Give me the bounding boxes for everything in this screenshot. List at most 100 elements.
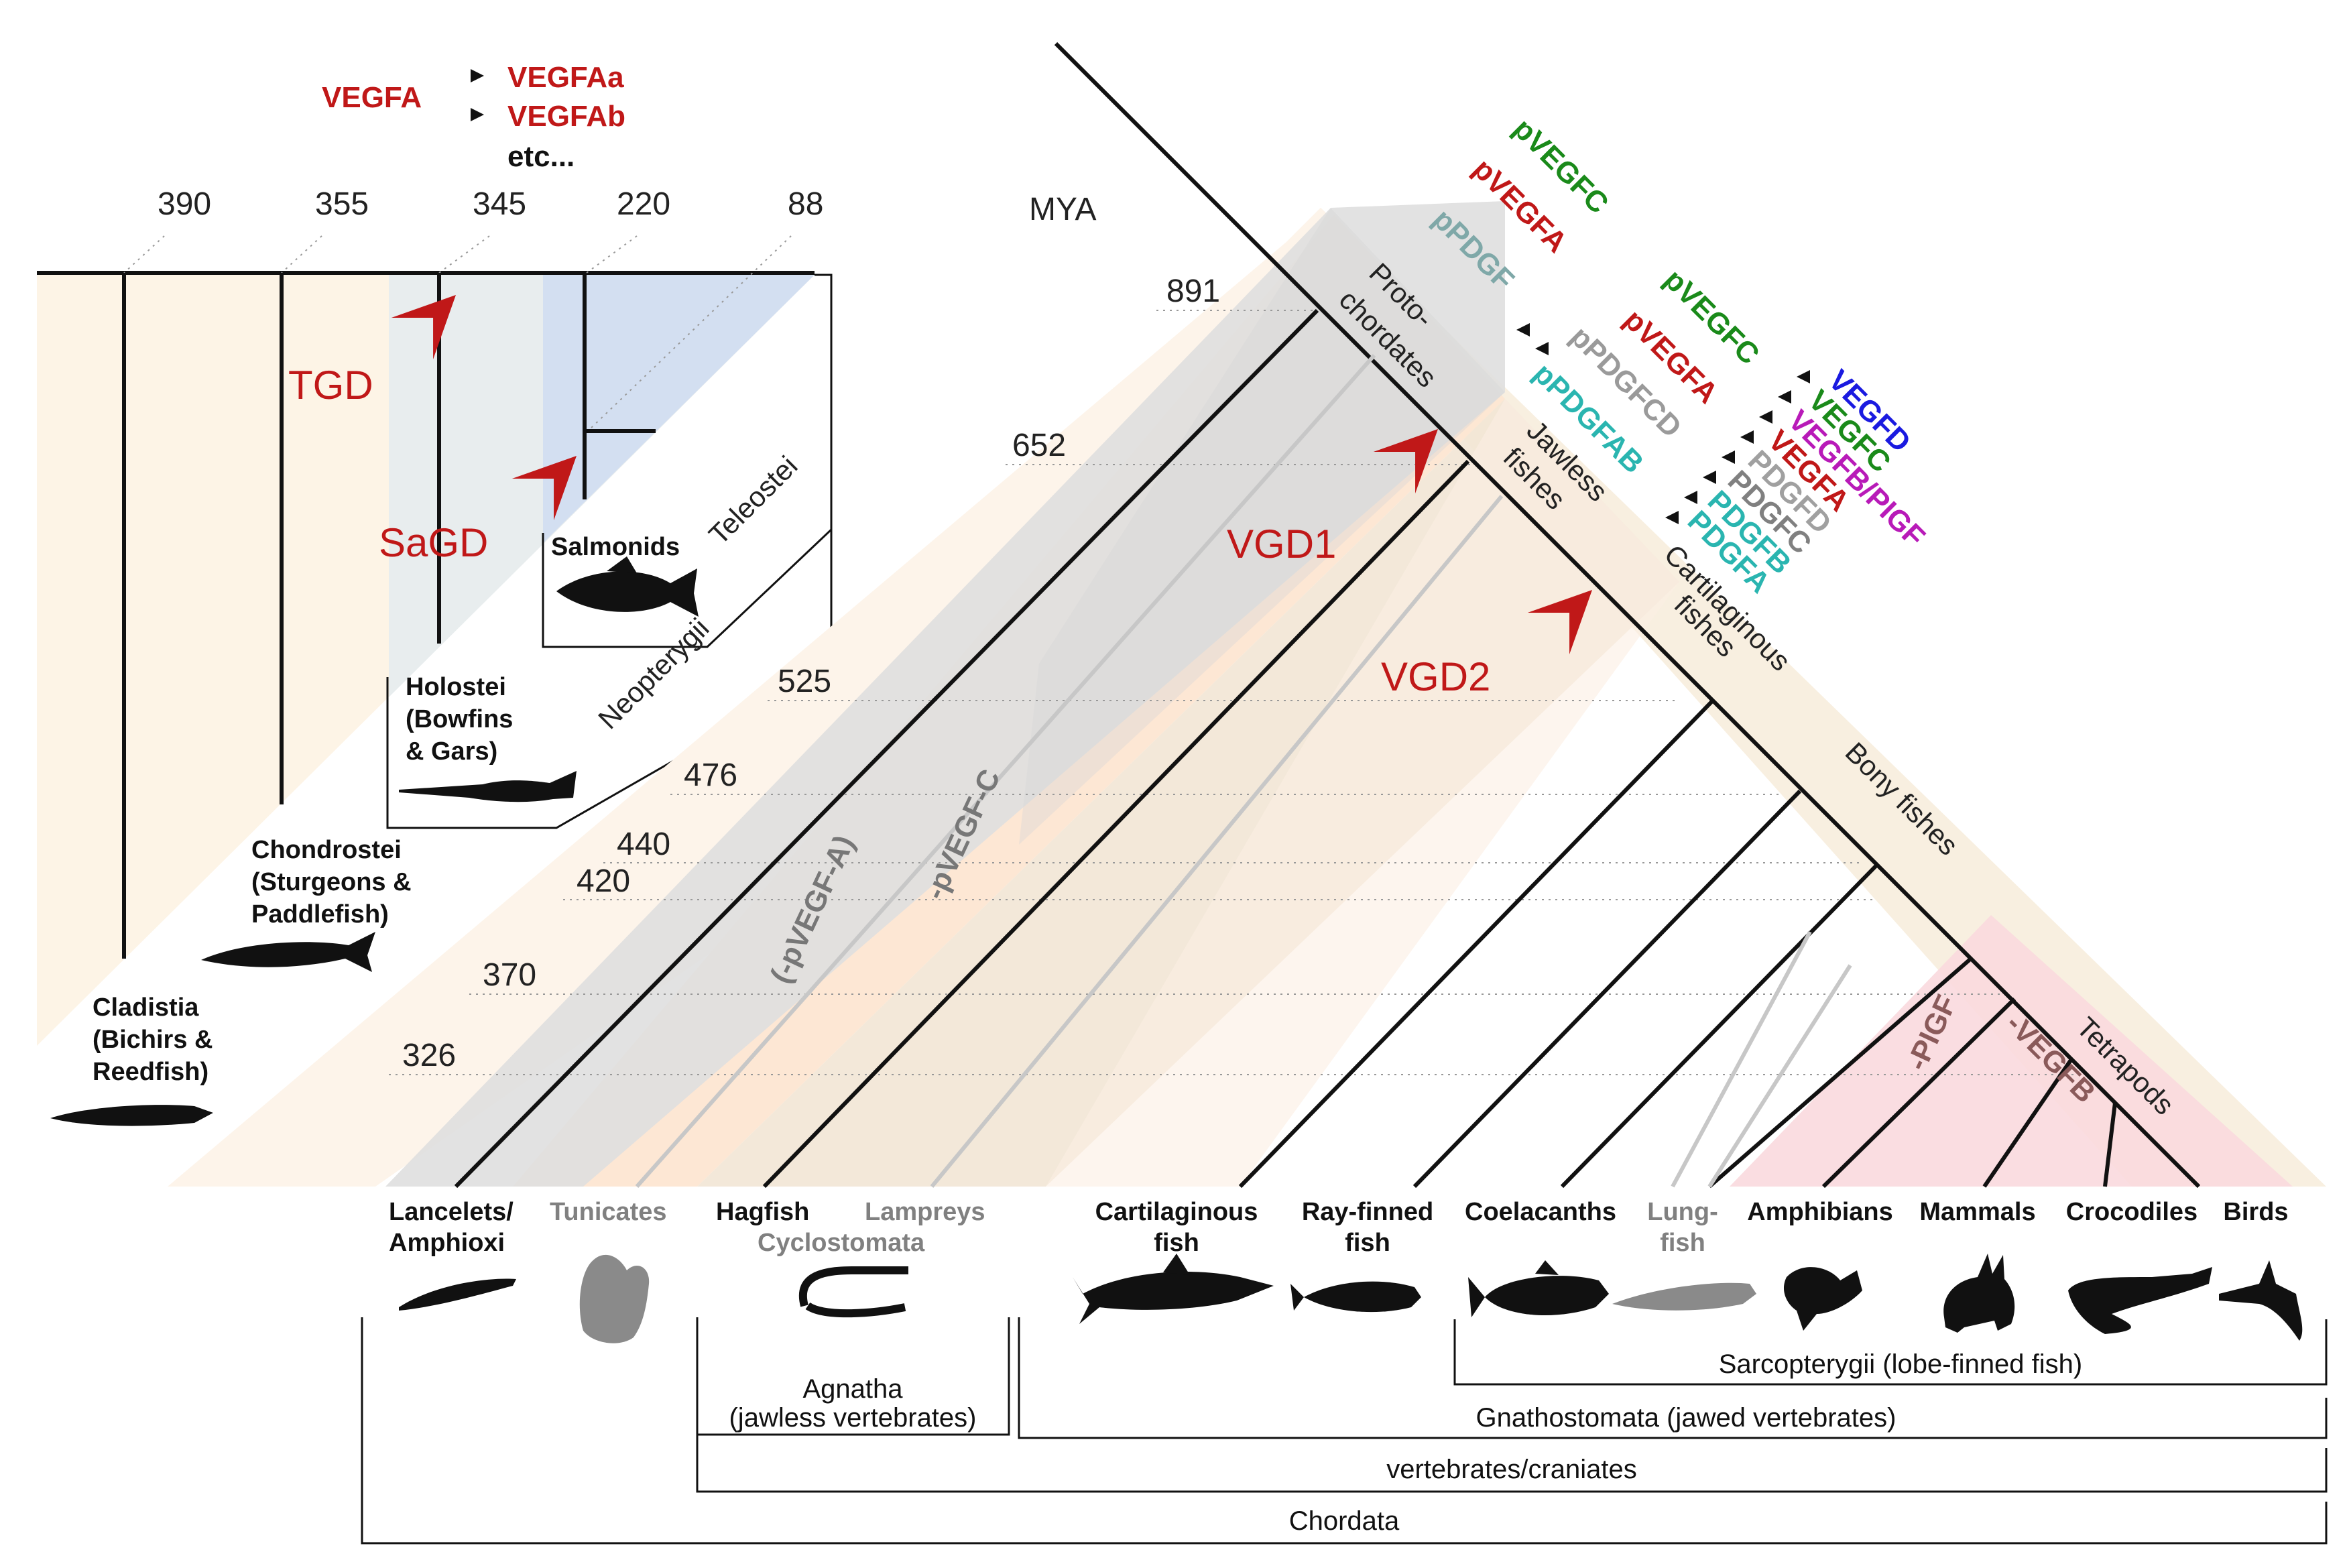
time-390: 390: [158, 186, 211, 222]
group-brackets: Sarcopterygii (lobe-finned fish) Agnatha…: [361, 1317, 2328, 1545]
zebrafish-icon: [1290, 1281, 1421, 1313]
taxon-mammals: Mammals: [1919, 1198, 2035, 1226]
taxon-ray-finned-fish-line2: fish: [1345, 1229, 1390, 1257]
bg-band: [1046, 399, 1679, 1187]
bg-tetrapods: [1730, 915, 2293, 1187]
group-agnatha-line2: (jawless vertebrates): [729, 1403, 976, 1433]
branch-tetrapods: [1708, 957, 1972, 1189]
time-370: 370: [483, 957, 536, 993]
crocodile-icon: [2068, 1267, 2212, 1334]
taxon-amphibians: Amphibians: [1747, 1198, 1892, 1226]
bird-icon: [2219, 1260, 2303, 1341]
branch-mammals: [1982, 1058, 2073, 1188]
taxon-ray-finned-fish: Ray-finned: [1302, 1198, 1433, 1226]
sturgeon-fish-icon: [201, 932, 375, 972]
group-gnathostomata: Gnathostomata (jawed vertebrates): [1476, 1403, 1896, 1433]
inset-bg-teleostei: [543, 275, 815, 543]
chondrostei-label-line2: (Sturgeons &: [251, 868, 412, 896]
taxon-hagfish: Hagfish: [716, 1198, 809, 1226]
branch-coelacanths: [1560, 863, 1879, 1189]
taxon-lungfish: Lung-: [1647, 1198, 1718, 1226]
taxa-silhouettes: [399, 1254, 2303, 1343]
inset-bg-holostei: [389, 275, 815, 697]
time-440: 440: [617, 827, 670, 862]
shark-icon: [1073, 1254, 1274, 1324]
bracket-teleostei: [542, 274, 833, 648]
taxon-cartilaginous-fish-line2: fish: [1154, 1229, 1199, 1257]
taxon-crocodiles: Crocodiles: [2066, 1198, 2197, 1226]
branch-crocodiles: [2103, 1102, 2117, 1187]
taxon-cyclostomata: Cyclostomata: [758, 1229, 925, 1257]
branch-hagfish: [762, 459, 1470, 1189]
bracket-neopterygii: [386, 530, 833, 829]
taxon-lungfish-line2: fish: [1660, 1229, 1705, 1257]
taxa-row: Lancelets/ Amphioxi Tunicates Hagfish La…: [389, 1198, 2289, 1257]
branch-amphibians: [1821, 997, 2016, 1189]
inset-panel: VEGFA VEGFAa VEGFAb etc... 390 355 345 2…: [37, 61, 833, 1126]
salmonid-fish-icon: [556, 556, 699, 617]
main-diagonal-branch: [1054, 42, 2201, 1189]
time-476: 476: [684, 758, 737, 793]
cladistia-label-line2: (Bichirs &: [93, 1026, 213, 1054]
vegfab-label: VEGFAb: [507, 100, 625, 133]
vgd2-label: VGD2: [1381, 654, 1490, 699]
branch-cartilaginous: [1238, 699, 1715, 1189]
holostei-label-line2: (Bowfins: [406, 705, 513, 733]
gar-fish-icon: [399, 771, 577, 802]
bracket-chordata: [361, 1317, 2328, 1545]
teleostei-label: Teleostei: [703, 450, 803, 550]
main-tree: MYA 891 652 525 476 440 420 370 326 VGD1…: [168, 42, 2326, 1189]
branch-lancelets: [454, 308, 1319, 1189]
vegfa-label: VEGFA: [322, 81, 422, 114]
mya-label: MYA: [1029, 192, 1096, 227]
group-sarcopterygii: Sarcopterygii (lobe-finned fish): [1719, 1349, 2082, 1379]
taxon-lancelets-line2: Amphioxi: [389, 1229, 505, 1257]
hagfish-icon: [798, 1266, 908, 1318]
bracket-gnathostomata: [1018, 1317, 2328, 1439]
tgd-label: TGD: [288, 363, 373, 408]
triangle-marker: [471, 69, 484, 82]
branch-tunicates: [635, 354, 1376, 1188]
sagd-label: SaGD: [379, 520, 488, 565]
etc-label: etc...: [507, 140, 575, 173]
tunicate-icon: [579, 1254, 650, 1343]
taxon-birds: Birds: [2223, 1198, 2288, 1226]
rabbit-icon: [1943, 1254, 2015, 1333]
vegfaa-label: VEGFAa: [507, 61, 624, 94]
vgd1-label: VGD1: [1227, 522, 1336, 566]
time-652: 652: [1012, 428, 1066, 463]
group-chordata: Chordata: [1289, 1506, 1400, 1536]
taxon-lancelets: Lancelets/: [389, 1198, 514, 1226]
branch-ray-finned: [1412, 789, 1802, 1189]
time-88: 88: [788, 186, 823, 222]
lancelet-icon: [399, 1278, 516, 1311]
time-525: 525: [778, 664, 831, 699]
holostei-label: Holostei: [406, 673, 506, 701]
time-891: 891: [1166, 274, 1220, 309]
frog-icon: [1783, 1267, 1862, 1331]
cladistia-label-line3: Reedfish): [93, 1058, 208, 1086]
cladistia-label: Cladistia: [93, 993, 199, 1022]
chondrostei-label-line3: Paddlefish): [251, 900, 389, 928]
bracket-sarcopterygii: [1453, 1319, 2328, 1386]
bracket-vertebrates: [696, 1435, 2328, 1493]
time-420: 420: [577, 863, 630, 899]
triangle-marker: [471, 108, 484, 121]
lungfish-icon: [1612, 1282, 1756, 1311]
bg-protochordates-band: [385, 208, 1505, 1187]
taxon-tunicates: Tunicates: [550, 1198, 667, 1226]
taxon-cartilaginous-fish: Cartilaginous: [1095, 1198, 1258, 1226]
time-355: 355: [315, 186, 369, 222]
chondrostei-label: Chondrostei: [251, 836, 402, 864]
salmonids-label: Salmonids: [551, 533, 680, 561]
holostei-label-line3: & Gars): [406, 737, 497, 766]
taxon-coelacanths: Coelacanths: [1465, 1198, 1616, 1226]
branch-lampreys: [930, 495, 1504, 1188]
taxon-lampreys: Lampreys: [865, 1198, 985, 1226]
neopterygii-label: Neopterygii: [592, 612, 715, 735]
group-agnatha: Agnatha: [802, 1374, 903, 1404]
time-345: 345: [473, 186, 526, 222]
time-220: 220: [617, 186, 670, 222]
